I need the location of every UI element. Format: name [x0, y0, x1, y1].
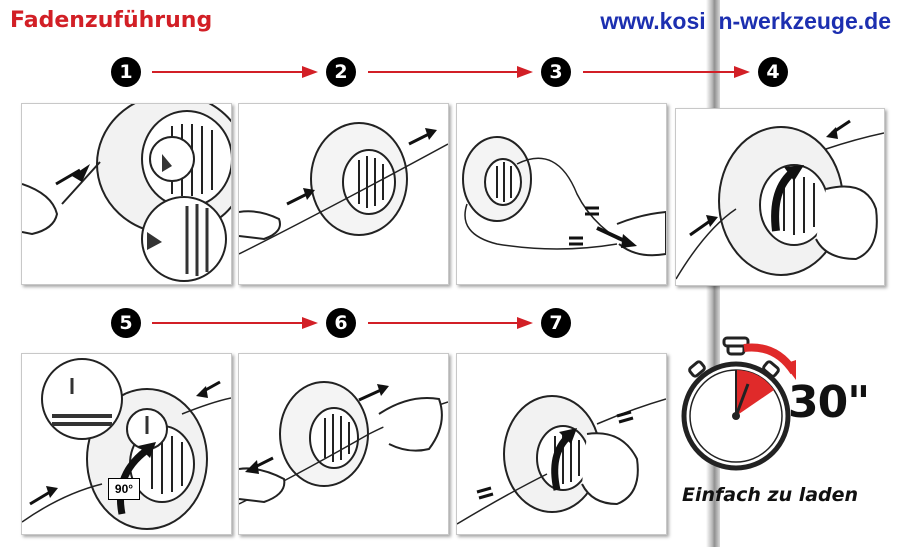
website-link[interactable]: www.kosian-werkzeuge.de	[600, 8, 891, 34]
step-number-2: 2	[326, 57, 356, 87]
step-arrow-5-6	[152, 317, 318, 329]
step-6-illustration	[238, 353, 449, 535]
duration-label: 30"	[788, 377, 870, 428]
step-number-3: 3	[541, 57, 571, 87]
step-number-6: 6	[326, 308, 356, 338]
step-number-5: 5	[111, 308, 141, 338]
step-arrow-2-3	[368, 66, 533, 78]
stopwatch-icon	[681, 336, 796, 471]
step-4-illustration	[675, 108, 885, 286]
step-7-illustration	[456, 353, 667, 535]
step-arrow-3-4	[583, 66, 750, 78]
step-number-4: 4	[758, 57, 788, 87]
tagline: Einfach zu laden	[682, 484, 859, 506]
step-1-illustration	[21, 103, 232, 285]
rotation-angle-label: 90°	[108, 478, 140, 500]
page-title: Fadenzuführung	[10, 8, 213, 33]
step-2-illustration	[238, 103, 449, 285]
step-number-7: 7	[541, 308, 571, 338]
step-arrow-1-2	[152, 66, 318, 78]
step-5-illustration	[21, 353, 232, 535]
step-number-1: 1	[111, 57, 141, 87]
step-arrow-6-7	[368, 317, 533, 329]
step-3-illustration	[456, 103, 667, 285]
